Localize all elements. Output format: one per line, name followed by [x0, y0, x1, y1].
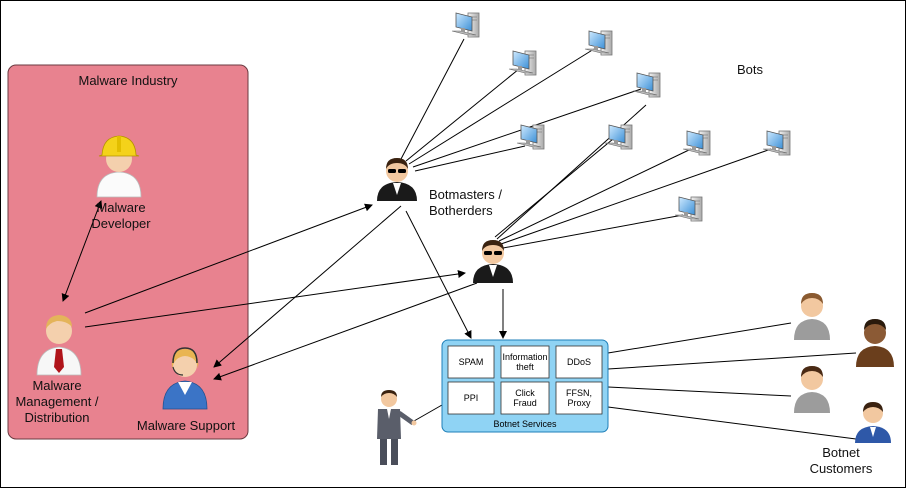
- botmasters-label: Botmasters / Botherders: [429, 187, 502, 218]
- service-ppi: PPI: [463, 393, 479, 403]
- customer-icon: [856, 319, 894, 367]
- computer-icon: [516, 124, 545, 150]
- malware-management-label: Malware Management / Distribution: [15, 378, 99, 425]
- computer-icon: [508, 50, 537, 76]
- malware-support-label: Malware Support: [136, 418, 236, 433]
- customer-links: [413, 322, 857, 440]
- malware-industry-title: Malware Industry: [78, 73, 178, 88]
- service-spam: SPAM: [458, 357, 484, 367]
- computer-icon: [604, 124, 633, 150]
- customer-icon: [855, 402, 891, 443]
- computer-icon: [632, 72, 661, 98]
- management-icon: [36, 315, 82, 376]
- flow-arrows: [61, 200, 507, 381]
- computer-icon: [584, 30, 613, 56]
- botnet-services-box: [441, 339, 609, 433]
- customer-icon: [794, 293, 830, 340]
- computer-icon: [762, 130, 791, 156]
- botmaster-icon: [377, 158, 417, 201]
- botmaster-icon: [473, 240, 513, 283]
- service-information-theft: Information theft: [502, 352, 548, 372]
- bot-computers: [451, 12, 791, 222]
- customer-icon: [794, 366, 830, 413]
- service-click-fraud: Click Fraud: [513, 388, 537, 408]
- botnet-services-title: Botnet Services: [493, 419, 557, 429]
- service-ffsn-proxy: FFSN, Proxy: [566, 388, 592, 408]
- support-icon: [162, 347, 208, 410]
- bots-label: Bots: [737, 62, 764, 77]
- computer-icon: [674, 196, 703, 222]
- malware-developer-label: Malware Developer: [91, 200, 151, 231]
- botnet-customers-label: Botnet Customers: [809, 445, 873, 476]
- service-ddos: DDoS: [566, 357, 591, 367]
- presenter-icon: [377, 390, 417, 465]
- developer-icon: [96, 135, 142, 198]
- computer-icon: [451, 12, 480, 38]
